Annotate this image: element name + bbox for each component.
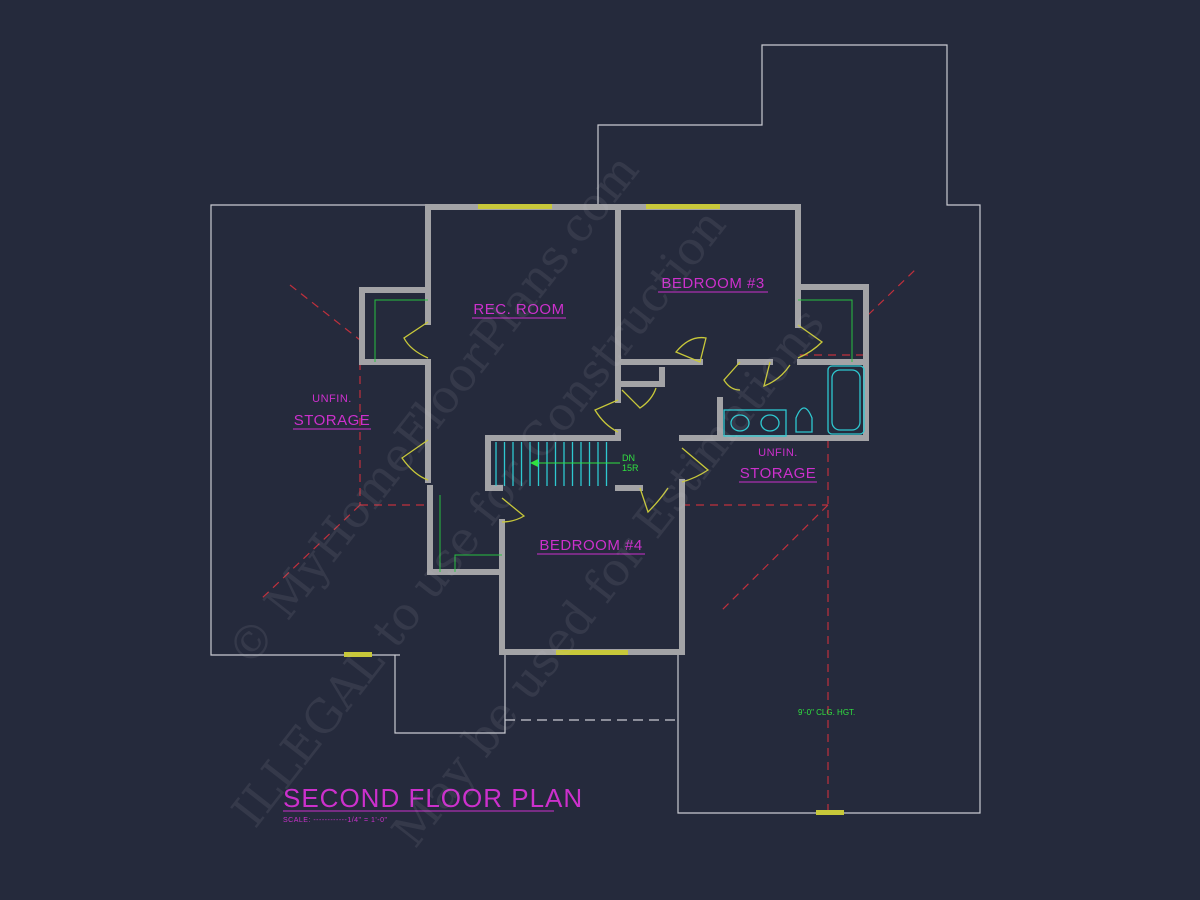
label-bedroom-4: BEDROOM #4 bbox=[539, 537, 642, 554]
label-storage-right: STORAGE bbox=[740, 465, 817, 482]
label-storage-left: STORAGE bbox=[294, 412, 371, 429]
window bbox=[816, 810, 844, 815]
bathtub-icon bbox=[827, 365, 865, 435]
sink-icon bbox=[760, 414, 780, 432]
windows bbox=[344, 204, 844, 815]
label-unfin-right: UNFIN. bbox=[758, 447, 798, 459]
roof-hip-lines bbox=[259, 269, 916, 813]
label-rec-room: REC. ROOM bbox=[473, 301, 564, 318]
stair-dn-label: DN bbox=[622, 453, 635, 463]
stair-risers-label: 15R bbox=[622, 463, 639, 473]
label-bedroom-3: BEDROOM #3 bbox=[661, 275, 764, 292]
ceiling-height-note: 9'-0" CLG. HGT. bbox=[798, 708, 855, 717]
plan-title-block: SECOND FLOOR PLAN SCALE: ------------1/4… bbox=[283, 783, 583, 824]
window bbox=[344, 652, 372, 657]
plan-title: SECOND FLOOR PLAN bbox=[283, 783, 583, 813]
closet-shelves bbox=[374, 299, 853, 572]
window bbox=[646, 204, 720, 209]
vanity bbox=[723, 409, 787, 437]
window bbox=[556, 650, 628, 655]
doors bbox=[401, 321, 824, 523]
sink-icon bbox=[730, 414, 750, 432]
toilet-icon bbox=[795, 407, 813, 433]
stairs[interactable] bbox=[495, 442, 620, 486]
label-unfin-left: UNFIN. bbox=[312, 393, 352, 405]
room-labels: REC. ROOM BEDROOM #3 BEDROOM #4 UNFIN. S… bbox=[293, 275, 855, 717]
plan-scale: SCALE: ------------1/4" = 1'-0" bbox=[283, 817, 387, 824]
window bbox=[478, 204, 552, 209]
watermark: © MyHomeFloorPlans.com ILLEGAL to use fo… bbox=[216, 144, 835, 857]
bathroom-fixtures bbox=[723, 365, 865, 437]
